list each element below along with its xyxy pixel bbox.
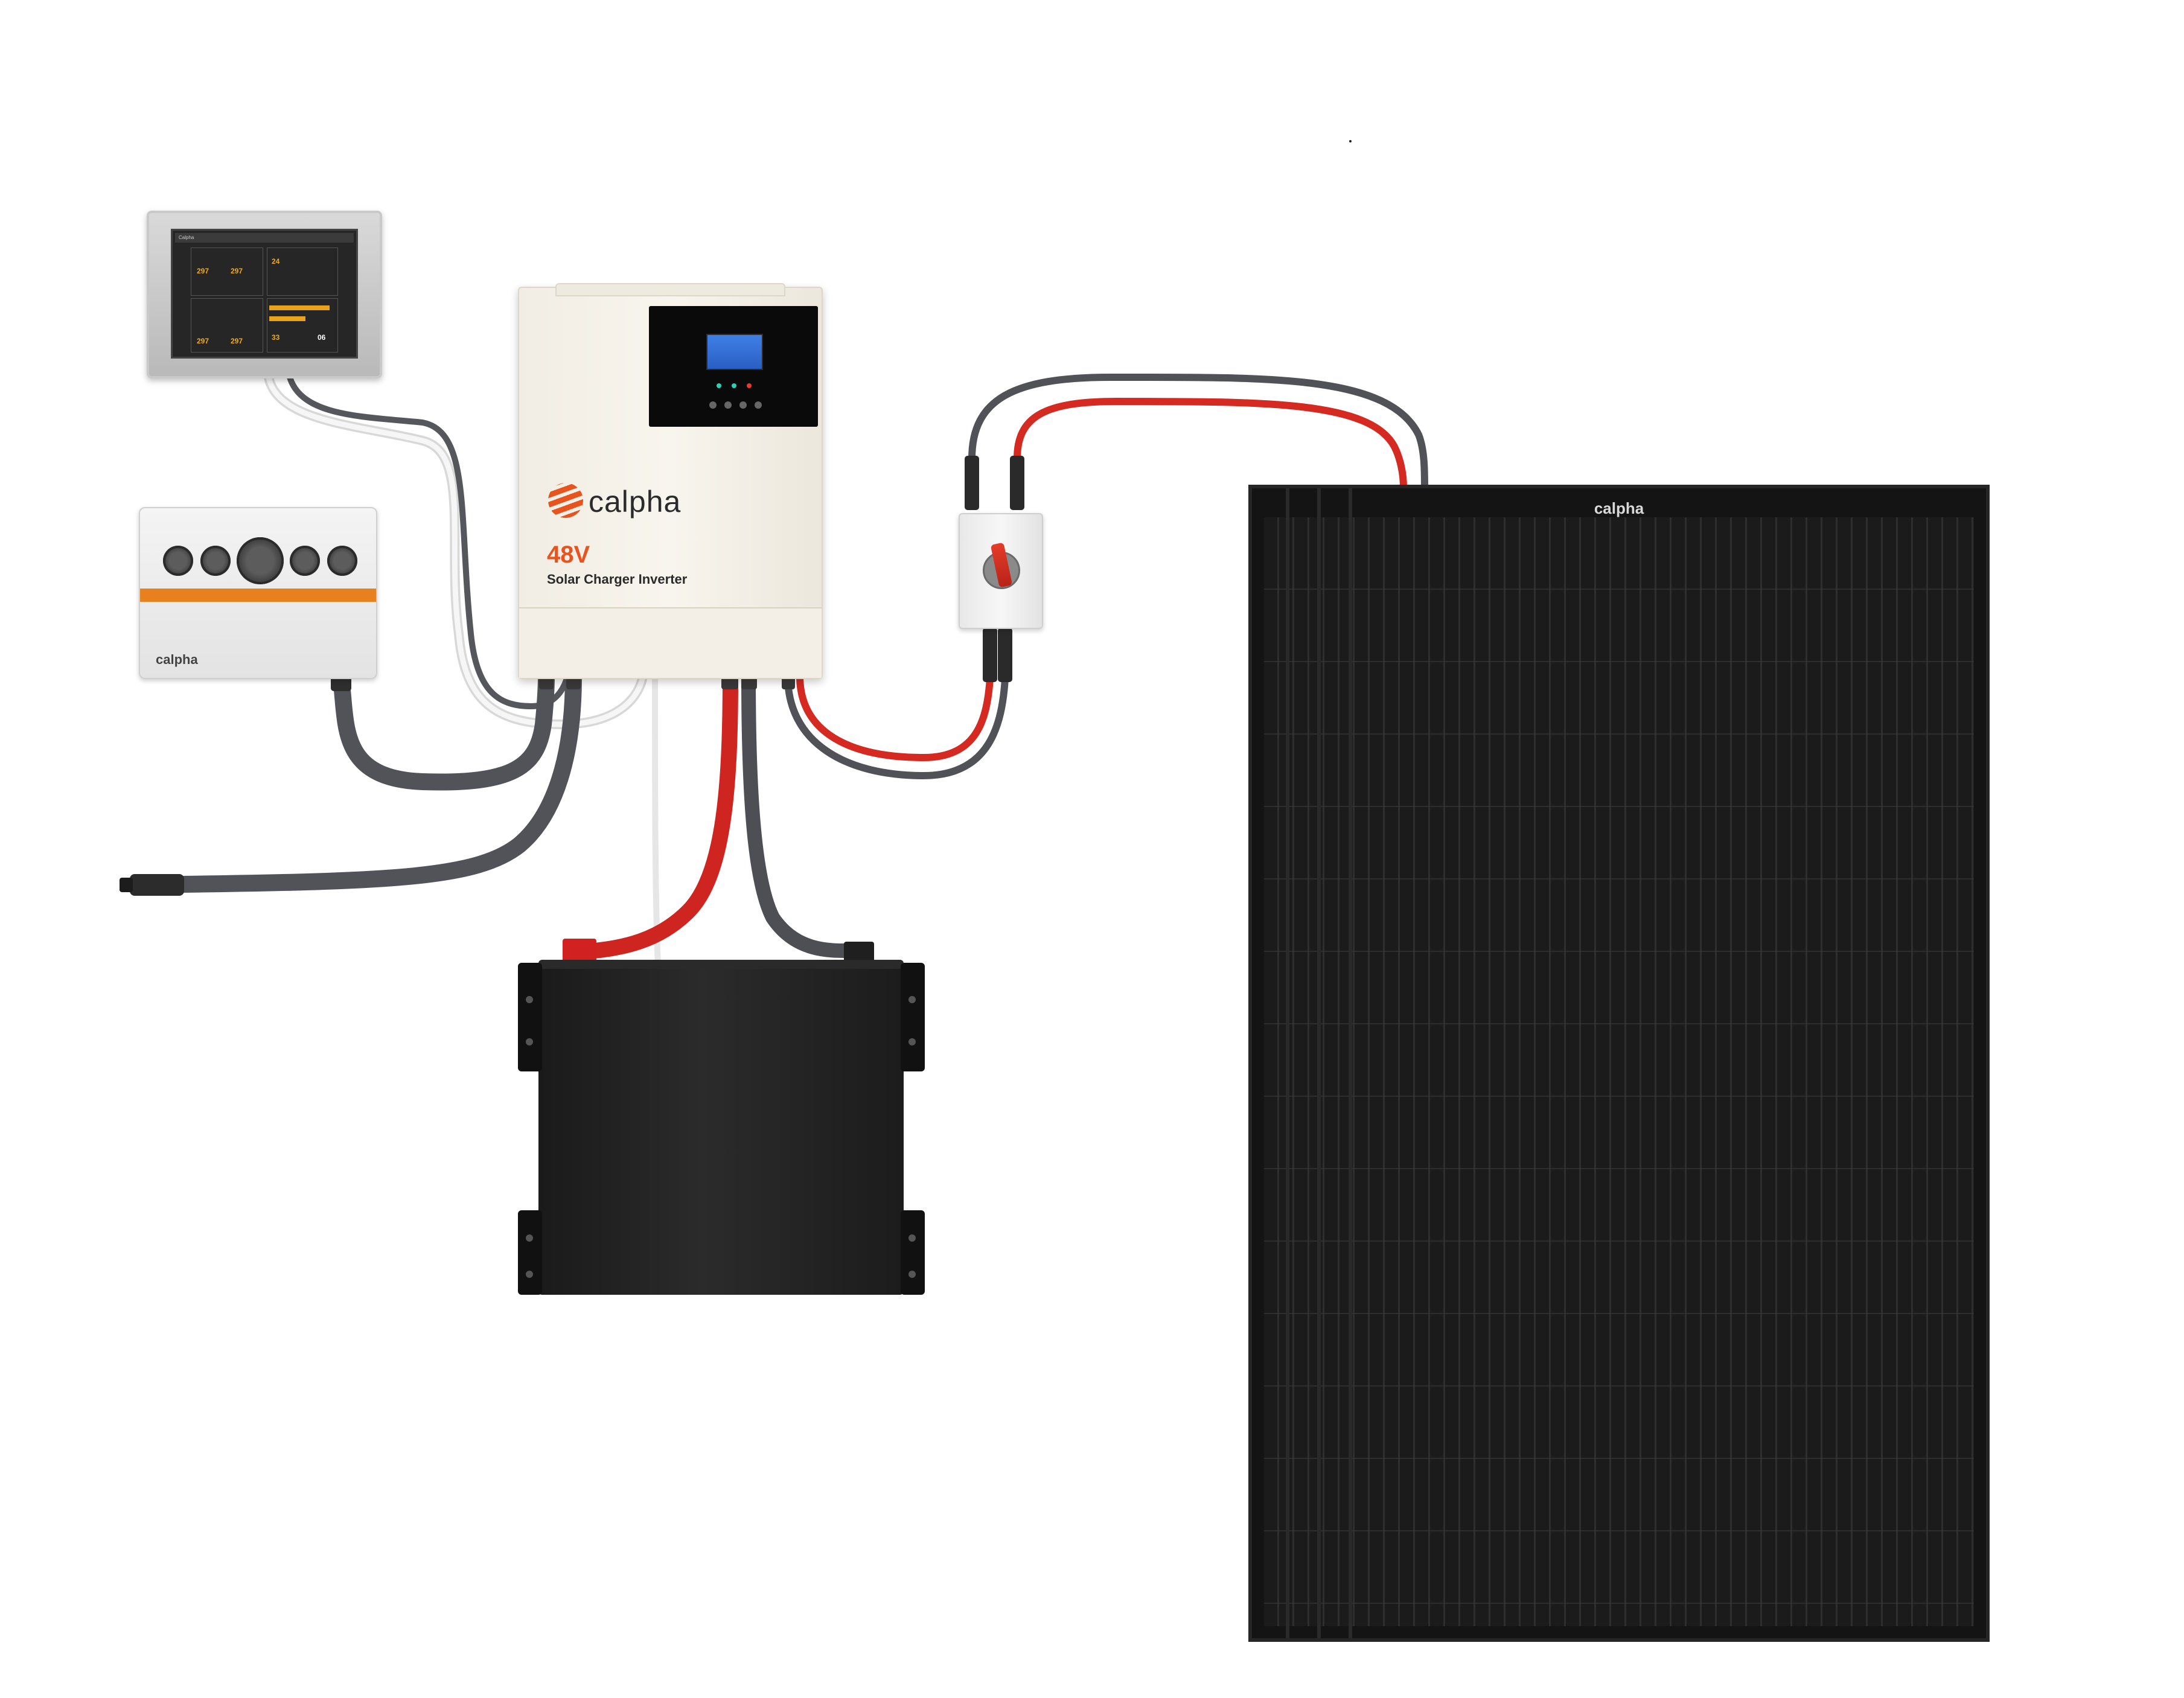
- battery-bracket-top-right: [901, 963, 925, 1071]
- touch-display-monitor: Calpha 297 297 24 297 297 33 06: [147, 211, 382, 378]
- solar-panel: calpha: [1248, 485, 1990, 1642]
- grid-plug-body: [130, 874, 184, 896]
- panel-brand-logo: calpha: [1594, 499, 1644, 517]
- bracket-hole: [908, 1038, 916, 1045]
- mc4-connector-top-right: [1010, 456, 1024, 510]
- bracket-hole: [526, 1038, 533, 1045]
- inverter-button-4[interactable]: [755, 401, 762, 409]
- monitor-readout-1: 297: [197, 267, 209, 275]
- inverter-button-1[interactable]: [709, 401, 717, 409]
- monitor-white-cable-highlight: [266, 374, 646, 727]
- lithium-battery: [538, 969, 904, 1295]
- solar-charger-inverter: calpha 48V Solar Charger Inverter: [518, 283, 823, 679]
- inverter-led-3: [747, 383, 752, 388]
- monitor-bar-1: [269, 305, 330, 310]
- panel-stack-edge-3: [1349, 488, 1352, 1638]
- grid-input-cable: [173, 668, 582, 893]
- monitor-panel-4: [267, 298, 338, 353]
- outlet-brand-logo: calpha: [156, 652, 198, 667]
- inverter-button-3[interactable]: [739, 401, 747, 409]
- mc4-connector-bottom-right: [998, 628, 1012, 682]
- monitor-panel-1: [191, 247, 263, 296]
- monitor-readout-5: 297: [231, 337, 243, 345]
- mc4-connector-top-left: [965, 456, 979, 510]
- battery-comm-cable: [652, 673, 661, 969]
- bracket-hole: [526, 996, 533, 1003]
- monitor-panel-2: [267, 247, 338, 296]
- panel-stack-edge-2: [1317, 488, 1321, 1638]
- calpha-logo-icon: [548, 483, 583, 518]
- bracket-hole: [526, 1271, 533, 1278]
- monitor-readout-2: 297: [231, 267, 243, 275]
- battery-negative-cable: [741, 669, 864, 959]
- socket-2: [200, 546, 231, 576]
- pv-black-cable-upper: [968, 373, 1428, 491]
- monitor-readout-3: 24: [272, 257, 280, 266]
- socket-3: [290, 546, 320, 576]
- inverter-lcd-screen: [706, 334, 763, 370]
- bracket-hole: [908, 1234, 916, 1242]
- bracket-hole: [908, 1271, 916, 1278]
- battery-bracket-top-left: [518, 963, 542, 1071]
- monitor-screen: Calpha 297 297 24 297 297 33 06: [171, 229, 358, 359]
- outlet-label-strip: [140, 589, 376, 602]
- inverter-button-2[interactable]: [724, 401, 732, 409]
- monitor-readout-6: 33: [272, 333, 280, 342]
- inverter-led-2: [732, 383, 736, 388]
- battery-bracket-bottom-right: [901, 1210, 925, 1295]
- battery-bracket-bottom-left: [518, 1210, 542, 1295]
- grid-plug-tip: [120, 878, 133, 892]
- inverter-voltage: 48V: [547, 541, 590, 568]
- inverter-terminal-cover: [519, 607, 822, 678]
- inverter-mount-bracket: [555, 283, 785, 296]
- bracket-hole: [908, 996, 916, 1003]
- socket-1: [163, 546, 193, 576]
- pv-red-cable-upper: [1014, 397, 1407, 491]
- monitor-grey-cable: [287, 374, 570, 710]
- socket-large: [237, 537, 284, 584]
- panel-stack-edge-1: [1286, 488, 1289, 1638]
- pv-black-cable-lower: [784, 672, 1009, 780]
- monitor-screen-title: Calpha: [175, 233, 354, 243]
- inverter-led-1: [717, 383, 721, 388]
- inverter-control-panel: [649, 306, 818, 427]
- socket-4: [327, 546, 357, 576]
- bracket-hole: [526, 1234, 533, 1242]
- inverter-product-name: Solar Charger Inverter: [547, 572, 688, 587]
- monitor-bar-2: [269, 316, 305, 321]
- battery-positive-cable: [587, 668, 738, 959]
- power-outlet-box: calpha: [139, 507, 377, 679]
- monitor-readout-7: 06: [318, 333, 326, 342]
- pv-red-cable-lower: [796, 672, 994, 762]
- solar-cells: [1264, 517, 1974, 1626]
- stray-dot: [1349, 140, 1352, 142]
- monitor-panel-3: [191, 298, 263, 353]
- mc4-connector-bottom-left: [983, 628, 997, 682]
- outlet-cable: [333, 668, 555, 791]
- inverter-brand-name: calpha: [589, 485, 682, 519]
- dc-isolator-switch: [959, 513, 1043, 629]
- monitor-readout-4: 297: [197, 337, 209, 345]
